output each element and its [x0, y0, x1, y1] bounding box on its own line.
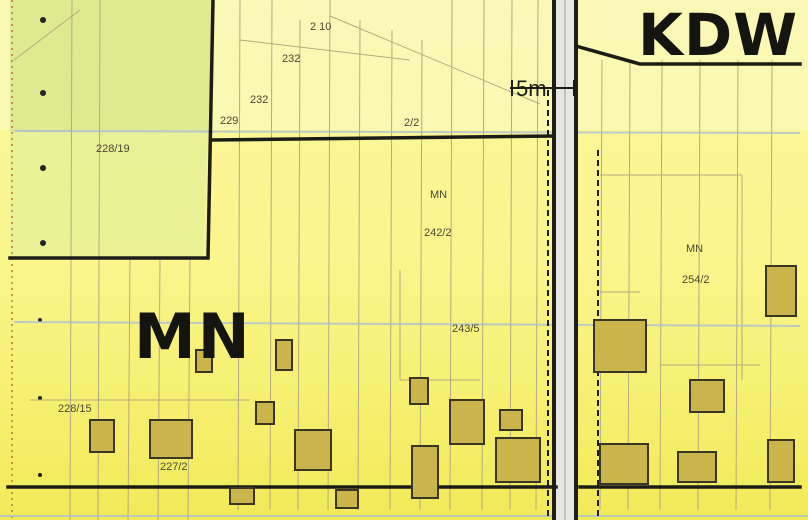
green-parcel-lower — [10, 132, 208, 258]
zone-boundaries — [6, 0, 802, 489]
zone-label-kdw: KDW — [638, 1, 798, 69]
building-mark-mn-a: MN — [430, 189, 447, 201]
building-mark-mn-b: MN — [686, 243, 703, 255]
scan-lines — [0, 130, 808, 517]
parcel-label-232-a: 232 — [282, 53, 300, 65]
parcel-label-229: 229 — [220, 115, 238, 127]
zone-label-mn: MN — [134, 300, 252, 373]
parcel-label-2-2: 2/2 — [404, 117, 419, 129]
buildings — [89, 265, 797, 509]
parcel-label-228-19: 228/19 — [96, 143, 130, 155]
parcel-label-232-b: 232 — [250, 94, 268, 106]
parcel-label-228-15: 228/15 — [58, 403, 92, 415]
left-dots — [38, 17, 46, 477]
green-parcel-area — [10, 0, 213, 132]
parcel-label-242-2: 242/2 — [424, 227, 452, 239]
parcel-label-2xx: 2 10 — [310, 21, 331, 33]
measurement-5m: 5m — [516, 76, 547, 101]
parcel-label-254-2: 254/2 — [682, 274, 710, 286]
parcel-label-227-2: 227/2 — [160, 461, 188, 473]
parcel-label-243-5: 243/5 — [452, 323, 480, 335]
